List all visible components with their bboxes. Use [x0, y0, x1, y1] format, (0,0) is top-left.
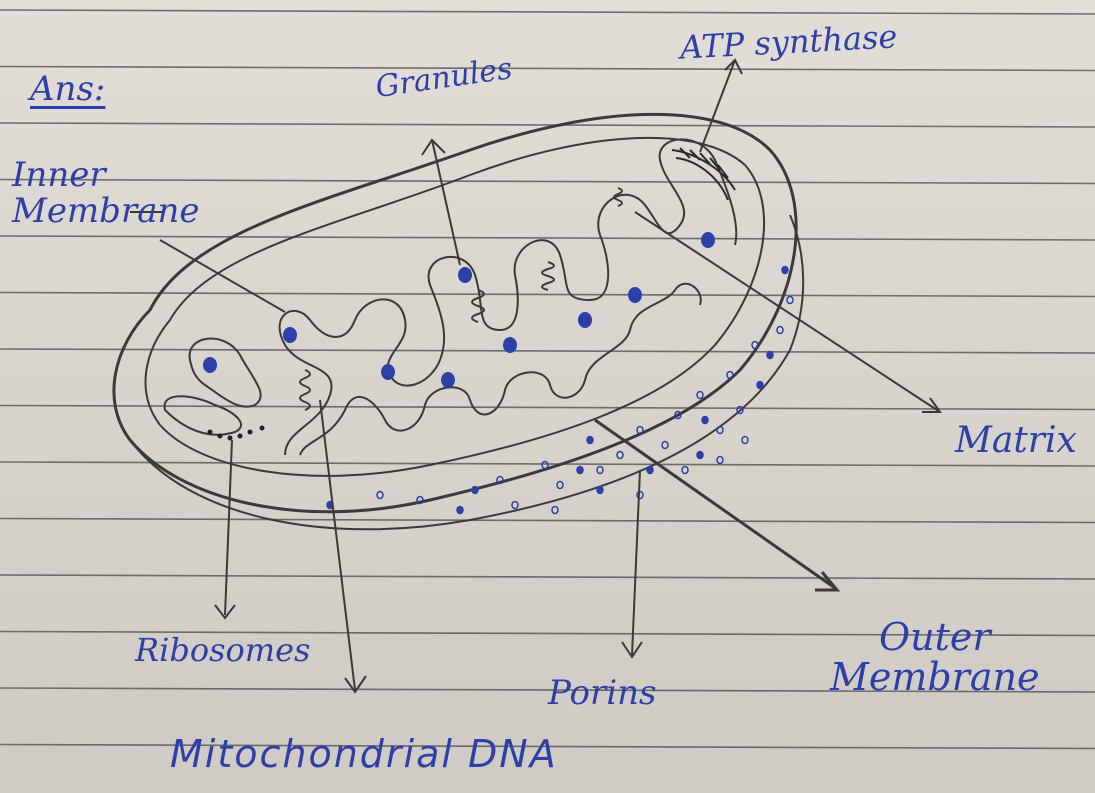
ribosomes-arrow [215, 440, 235, 618]
porin-dot [557, 482, 563, 489]
porin-dot [457, 507, 463, 514]
ribosome-dot [248, 430, 253, 435]
ruled-line [0, 236, 1095, 240]
granule-dot [441, 372, 455, 388]
porin-dot [587, 437, 593, 444]
granule-dot [381, 364, 395, 380]
mitochondrial-dna-label: Mitochondrial DNA [170, 735, 558, 775]
mitochondrial-dna-coils [300, 188, 622, 410]
porin-dot [702, 417, 708, 424]
porin-dot [577, 467, 583, 474]
granule-dot [701, 232, 715, 248]
outer-membrane [114, 114, 796, 511]
porin-dot [637, 427, 643, 434]
ribosome-dot [228, 436, 233, 441]
porin-dot [617, 452, 623, 459]
porin-dot [542, 462, 548, 469]
inner-membrane-cristae [190, 339, 261, 407]
outer-membrane-label-line2: Membrane [830, 658, 1040, 698]
inner-membrane-cristae [300, 284, 701, 455]
mitochondrial-dna-arrow [320, 400, 366, 692]
porin-dot [787, 297, 793, 304]
atp-synthase-particles [672, 148, 735, 200]
ruled-line [0, 575, 1095, 579]
porin-dot [647, 467, 653, 474]
granule-dot [203, 357, 217, 373]
porin-dot [597, 487, 603, 494]
granule-dot [578, 312, 592, 328]
porins-label: Porins [548, 676, 656, 712]
porin-dot [552, 507, 558, 514]
ruled-line [0, 293, 1095, 297]
ribosomes [208, 426, 265, 441]
ribosome-dot [208, 430, 213, 435]
porin-dot [512, 502, 518, 509]
porin-dot [757, 382, 763, 389]
porins-arrow [622, 470, 642, 657]
porin-dot [662, 442, 668, 449]
outer-membrane-arrow [595, 420, 837, 590]
ribosomes-label: Ribosomes [135, 634, 310, 668]
granule-dot [283, 327, 297, 343]
porin-dot [777, 327, 783, 334]
ribosome-dot [238, 434, 243, 439]
ruled-line [0, 67, 1095, 71]
inner-membrane-label-line1: Inner [12, 158, 199, 194]
ribosome-dot [218, 434, 223, 439]
granule-dot [628, 287, 642, 303]
ruled-line [0, 519, 1095, 523]
porin-dot [697, 452, 703, 459]
porin-dot [597, 467, 603, 474]
porin-dot [682, 467, 688, 474]
outer-membrane-label-line1: Outer [830, 618, 1040, 658]
ruled-line [0, 349, 1095, 353]
inner-membrane-label-line2: Membrane [12, 194, 199, 230]
porin-dot [767, 352, 773, 359]
porin-dot [742, 437, 748, 444]
answer-heading: Ans: [30, 72, 105, 108]
inner-membrane-label: Inner Membrane [12, 158, 199, 229]
granule-dot [458, 267, 472, 283]
ribosome-dot [260, 426, 265, 431]
porin-dot [472, 487, 478, 494]
outer-membrane-label: Outer Membrane [830, 618, 1040, 698]
granule-dot [503, 337, 517, 353]
porin-dot [717, 457, 723, 464]
matrix-label: Matrix [955, 422, 1077, 460]
porin-dot [377, 492, 383, 499]
porin-dot [697, 392, 703, 399]
matrix-arrow [635, 212, 940, 412]
porin-dot [782, 267, 788, 274]
atp-synthase-arrow [700, 60, 742, 152]
intermembrane-boundary [146, 138, 765, 476]
ruled-line [0, 10, 1095, 14]
